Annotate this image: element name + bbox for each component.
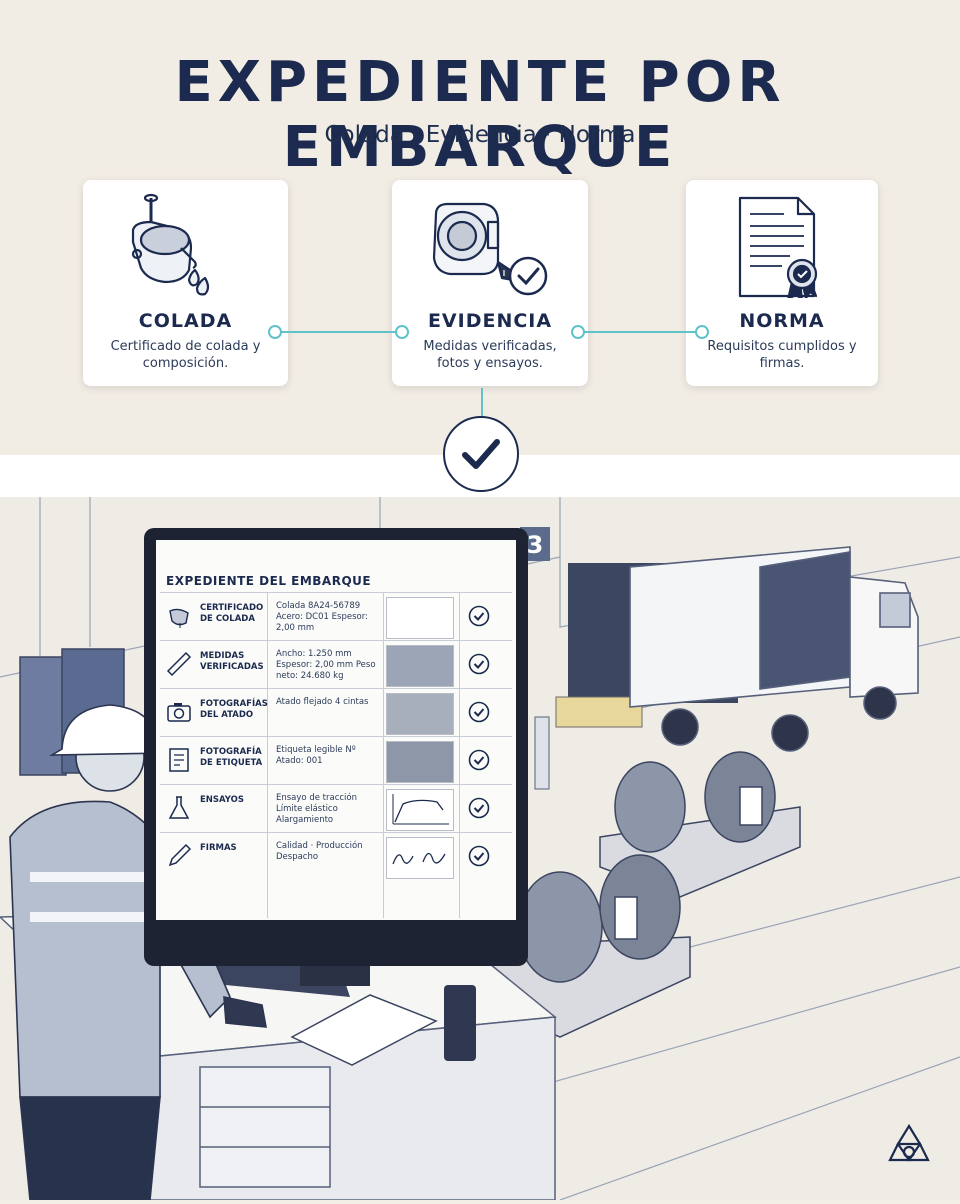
page-subtitle: Colada · Evidencia · Norma: [324, 122, 636, 148]
record-row-ensayos[interactable]: ENSAYOS Ensayo de tracción Límite elásti…: [160, 784, 512, 833]
check-icon: [468, 701, 490, 723]
card-description: Requisitos cumplidos y firmas.: [707, 339, 857, 371]
connector-line: [276, 331, 404, 333]
connector-dot: [268, 325, 282, 339]
signatures-thumbnail: [386, 837, 454, 879]
row-value: Ancho: 1.250 mm Espesor: 2,00 mm Peso ne…: [276, 649, 376, 681]
row-value: Etiqueta legible Nº Atado: 001: [276, 745, 356, 766]
truck-illustration: [629, 546, 919, 752]
check-icon: [468, 653, 490, 675]
checklist-tablet: [290, 994, 438, 1066]
row-value: Colada 8A24-56789 Acero: DC01 Espesor: 2…: [276, 601, 368, 633]
card-evidencia: EVIDENCIA Medidas verificadas, fotos y e…: [392, 180, 588, 386]
row-label: FIRMAS: [200, 843, 237, 853]
column-divider: [383, 592, 384, 918]
connector-dot: [695, 325, 709, 339]
row-label: CERTIFICADO DE COLADA: [200, 603, 264, 624]
check-icon: [468, 797, 490, 819]
card-colada: COLADA Certificado de colada y composici…: [83, 180, 288, 386]
record-row-firmas[interactable]: FIRMAS Calidad · Producción Despacho: [160, 832, 512, 881]
card-title: NORMA: [739, 310, 825, 332]
label-photo-thumbnail: [386, 741, 454, 783]
check-icon: [468, 845, 490, 867]
document-thumbnail: [386, 597, 454, 639]
card-description: Medidas verificadas, fotos y ensayos.: [423, 339, 557, 371]
bundle-photo-thumbnail: [386, 693, 454, 735]
connector-line: [580, 331, 700, 333]
connector-dot: [571, 325, 585, 339]
pen-icon: [166, 843, 192, 869]
certificate-icon: [686, 192, 878, 302]
connector-line: [481, 388, 483, 418]
brand-logo-icon: [884, 1122, 934, 1172]
record-row-fotografias[interactable]: FOTOGRAFÍAS DEL ATADO Atado flejado 4 ci…: [160, 688, 512, 737]
radio-icon: [444, 985, 476, 1061]
column-divider: [459, 592, 460, 918]
row-label: ENSAYOS: [200, 795, 245, 805]
row-value: Atado flejado 4 cintas: [276, 697, 369, 707]
label-icon: [166, 747, 192, 773]
stress-curve-thumbnail: [386, 789, 454, 831]
row-label: MEDIDAS VERIFICADAS: [200, 651, 264, 672]
coil-photo-thumbnail: [386, 645, 454, 687]
check-icon: [468, 605, 490, 627]
column-divider: [267, 592, 268, 918]
ruler-icon: [166, 651, 192, 677]
camera-icon: [166, 699, 192, 725]
card-description: Certificado de colada y composición.: [110, 339, 261, 371]
approval-check-icon: [443, 416, 519, 492]
shipment-record-screen: EXPEDIENTE DEL EMBARQUE CERTIFICADO DE C…: [156, 540, 516, 920]
record-row-etiqueta[interactable]: FOTOGRAFÍA DE ETIQUETA Etiqueta legible …: [160, 736, 512, 785]
check-icon: [468, 749, 490, 771]
row-label: FOTOGRAFÍA DE ETIQUETA: [200, 747, 263, 768]
screen-title: EXPEDIENTE DEL EMBARQUE: [166, 574, 372, 588]
steel-coil-bundle: [599, 751, 801, 898]
connector-dot: [395, 325, 409, 339]
card-norma: NORMA Requisitos cumplidos y firmas.: [686, 180, 878, 386]
card-title: EVIDENCIA: [427, 310, 553, 332]
record-row-colada[interactable]: CERTIFICADO DE COLADA Colada 8A24-56789 …: [160, 592, 512, 641]
tape-measure-icon: [392, 192, 588, 298]
card-title: COLADA: [138, 310, 233, 332]
monitor-stand: [300, 966, 370, 986]
row-value: Calidad · Producción Despacho: [276, 841, 363, 862]
flask-icon: [166, 795, 192, 821]
page-title: EXPEDIENTE POR EMBARQUE: [174, 50, 786, 180]
row-label: FOTOGRAFÍAS DEL ATADO: [200, 699, 268, 720]
record-row-medidas[interactable]: MEDIDAS VERIFICADAS Ancho: 1.250 mm Espe…: [160, 640, 512, 689]
dock-number: 3: [527, 531, 544, 559]
ladle-icon: [166, 603, 192, 629]
row-value: Ensayo de tracción Límite elástico Alarg…: [276, 793, 357, 825]
ladle-icon: [83, 192, 288, 298]
